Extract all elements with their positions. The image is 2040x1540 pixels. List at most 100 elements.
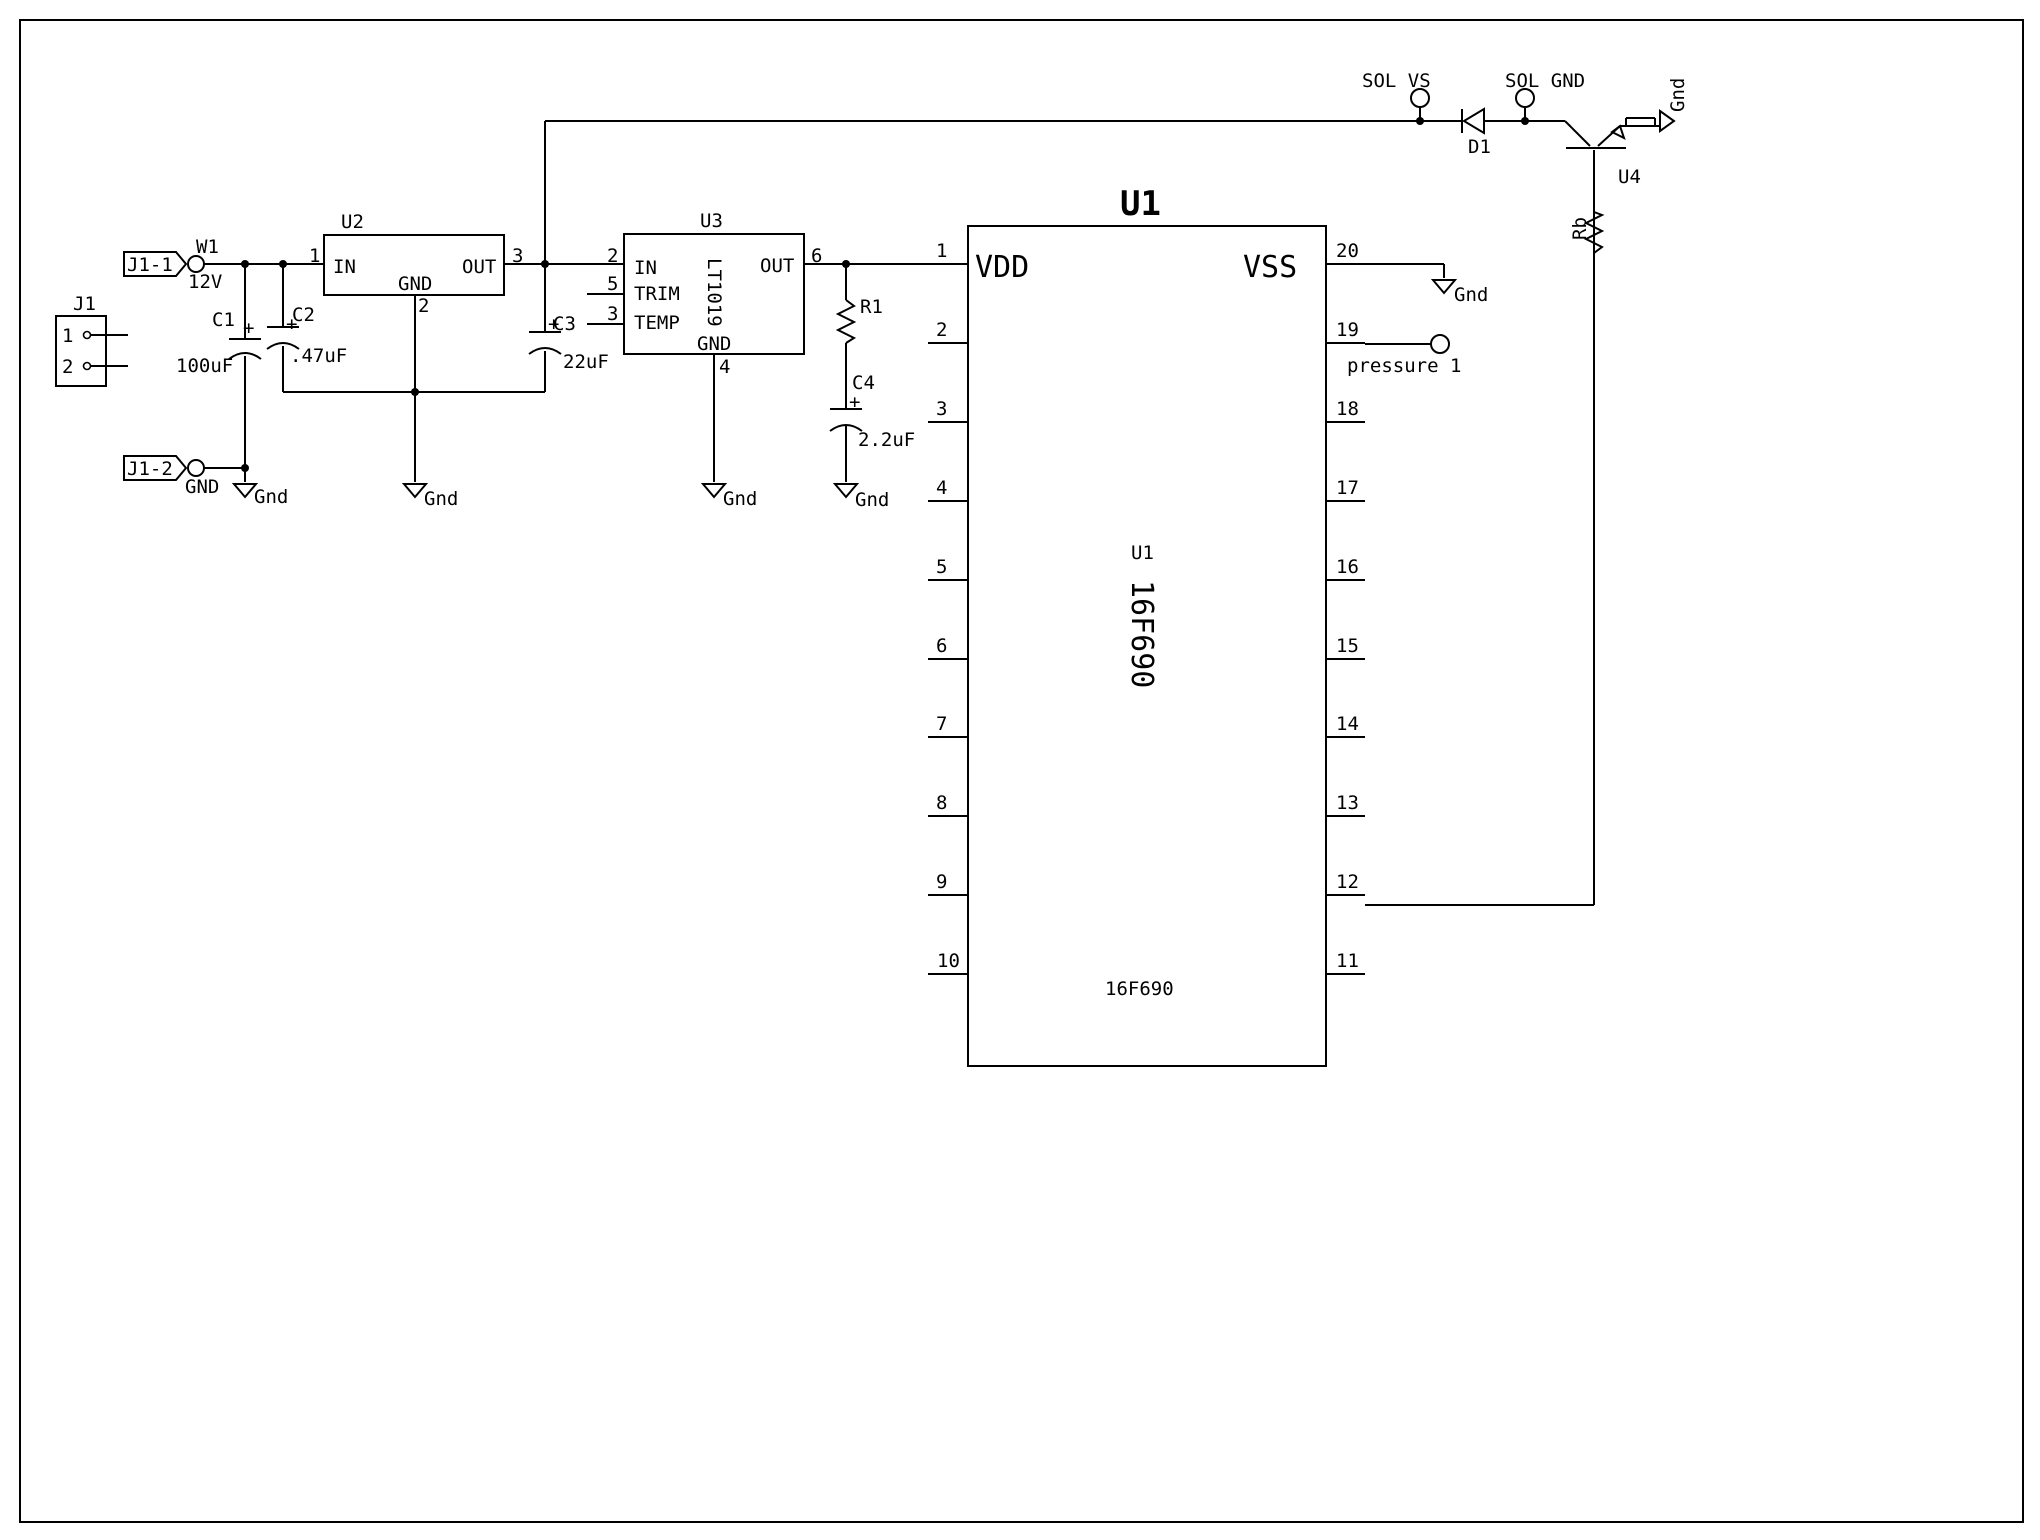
microcontroller-u1: U1 VDD VSS U1 16F690 16F690 12345678910 … [928,184,1365,1067]
sol-vs-rail [541,120,1420,392]
u3-pin-trim: 5 [607,273,618,295]
svg-text:+: + [548,313,559,335]
svg-text:+: + [243,317,254,339]
u2-ref: U2 [341,211,364,233]
u3-pin-temp: 3 [607,303,618,325]
regulator-u2: U2 IN OUT GND 1 2 3 [309,211,624,482]
net-flag-j1-2: J1-2 GND [123,455,219,498]
u1-pin-number: 11 [1336,950,1359,972]
resistor-r1: R1 [835,260,883,409]
c3-ref: C3 [553,313,576,335]
w1-label: W1 [196,236,219,258]
j1-1-label: J1-1 [127,254,173,276]
sol-gnd-test-point: SOL GND [1505,70,1585,125]
j1-pin-1: 1 [62,325,73,347]
connector-j1: J1 1 2 [55,293,128,387]
u1-pin-number: 9 [936,871,947,893]
sheet-border [19,19,2024,1523]
u1-pin-number: 18 [1336,398,1359,420]
u1-pin-number: 14 [1336,713,1359,735]
u2-gnd-label: GND [398,273,432,295]
u2-in-label: IN [333,256,356,278]
u1-pin-number: 7 [936,713,947,735]
rb-ref: Rb [1569,217,1591,240]
gnd-label: Gnd [855,489,889,511]
u3-in-label: IN [634,257,657,279]
u1-pin-number: 10 [937,950,960,972]
gnd-label: Gnd [254,486,288,508]
input-wires [204,260,545,482]
u3-trim-label: TRIM [634,283,680,305]
ground-symbol: Gnd [1659,78,1689,133]
u3-ref: U3 [700,210,723,232]
gnd-label: Gnd [424,488,458,510]
pin12-drive-wire [1365,253,1595,906]
u1-pin-number: 12 [1336,871,1359,893]
c1-ref: C1 [212,309,235,331]
u1-pin-number: 1 [936,240,947,262]
u3-out-label: OUT [760,255,794,277]
u1-pin-number: 16 [1336,556,1359,578]
ground-symbol: Gnd [1365,263,1488,306]
gnd-label: Gnd [1454,284,1488,306]
u1-pin-number: 15 [1336,635,1359,657]
r1-ref: R1 [860,296,883,318]
d1-ref: D1 [1468,136,1491,158]
svg-text:+: + [286,313,297,335]
u3-part-label: LT1019 [703,258,725,327]
gnd-net-label: GND [185,476,219,498]
transistor-u4: U4 [1564,117,1660,188]
u2-pin-out: 3 [512,245,523,267]
u1-pin-number: 6 [936,635,947,657]
u3-pin-gnd: 4 [719,356,730,378]
capacitor-c1: + C1 100uF [176,309,262,377]
u1-pin-number: 20 [1336,240,1359,262]
j1-pin-2: 2 [62,356,73,378]
net-flag-j1-1: J1-1 W1 12V [123,236,222,293]
u1-part-small: 16F690 [1105,978,1174,1000]
sol-vs-test-point: SOL VS [1362,70,1431,125]
sol-vs-label: SOL VS [1362,70,1431,92]
12v-label: 12V [188,271,222,293]
pressure-test-point: pressure 1 [1347,334,1461,377]
diode-d1: D1 [1420,107,1525,158]
j1-ref: J1 [73,293,96,315]
u2-pin-gnd: 2 [418,295,429,317]
u1-pin-number: 13 [1336,792,1359,814]
u1-pin-number: 3 [936,398,947,420]
u3-temp-label: TEMP [634,312,680,334]
u1-ref-label: U1 [1131,542,1154,564]
u1-pin-number: 8 [936,792,947,814]
ground-symbol: Gnd [832,483,889,511]
reference-u3: U3 IN TRIM TEMP OUT GND LT1019 2 5 3 6 4 [587,210,968,482]
u1-vdd-label: VDD [975,250,1029,285]
c2-value: .47uF [290,345,347,367]
sol-gnd-label: SOL GND [1505,70,1585,92]
u2-out-label: OUT [462,256,496,278]
c4-ref: C4 [852,372,875,394]
ground-symbol: Gnd [700,483,757,510]
u1-part-label: 16F690 [1124,580,1159,688]
j1-2-label: J1-2 [127,458,173,480]
u1-pin-number: 4 [936,477,947,499]
u3-gnd-label: GND [697,333,731,355]
u3-pin-out: 6 [811,245,822,267]
u4-ref: U4 [1618,166,1641,188]
u2-pin-in: 1 [309,245,320,267]
u1-pin-number: 5 [936,556,947,578]
ground-symbol: Gnd [231,483,288,508]
gnd-label: Gnd [1667,78,1689,112]
capacitor-c4: + C4 2.2uF [829,372,915,482]
c3-value: 22uF [563,351,609,373]
capacitor-c3: + C3 22uF [528,313,609,373]
c4-value: 2.2uF [858,429,915,451]
gnd-label: Gnd [723,488,757,510]
ground-symbol: Gnd [401,483,458,510]
u1-title: U1 [1120,184,1161,224]
resistor-rb: Rb [1569,150,1605,254]
u3-pin-in: 2 [607,245,618,267]
c1-value: 100uF [176,355,233,377]
